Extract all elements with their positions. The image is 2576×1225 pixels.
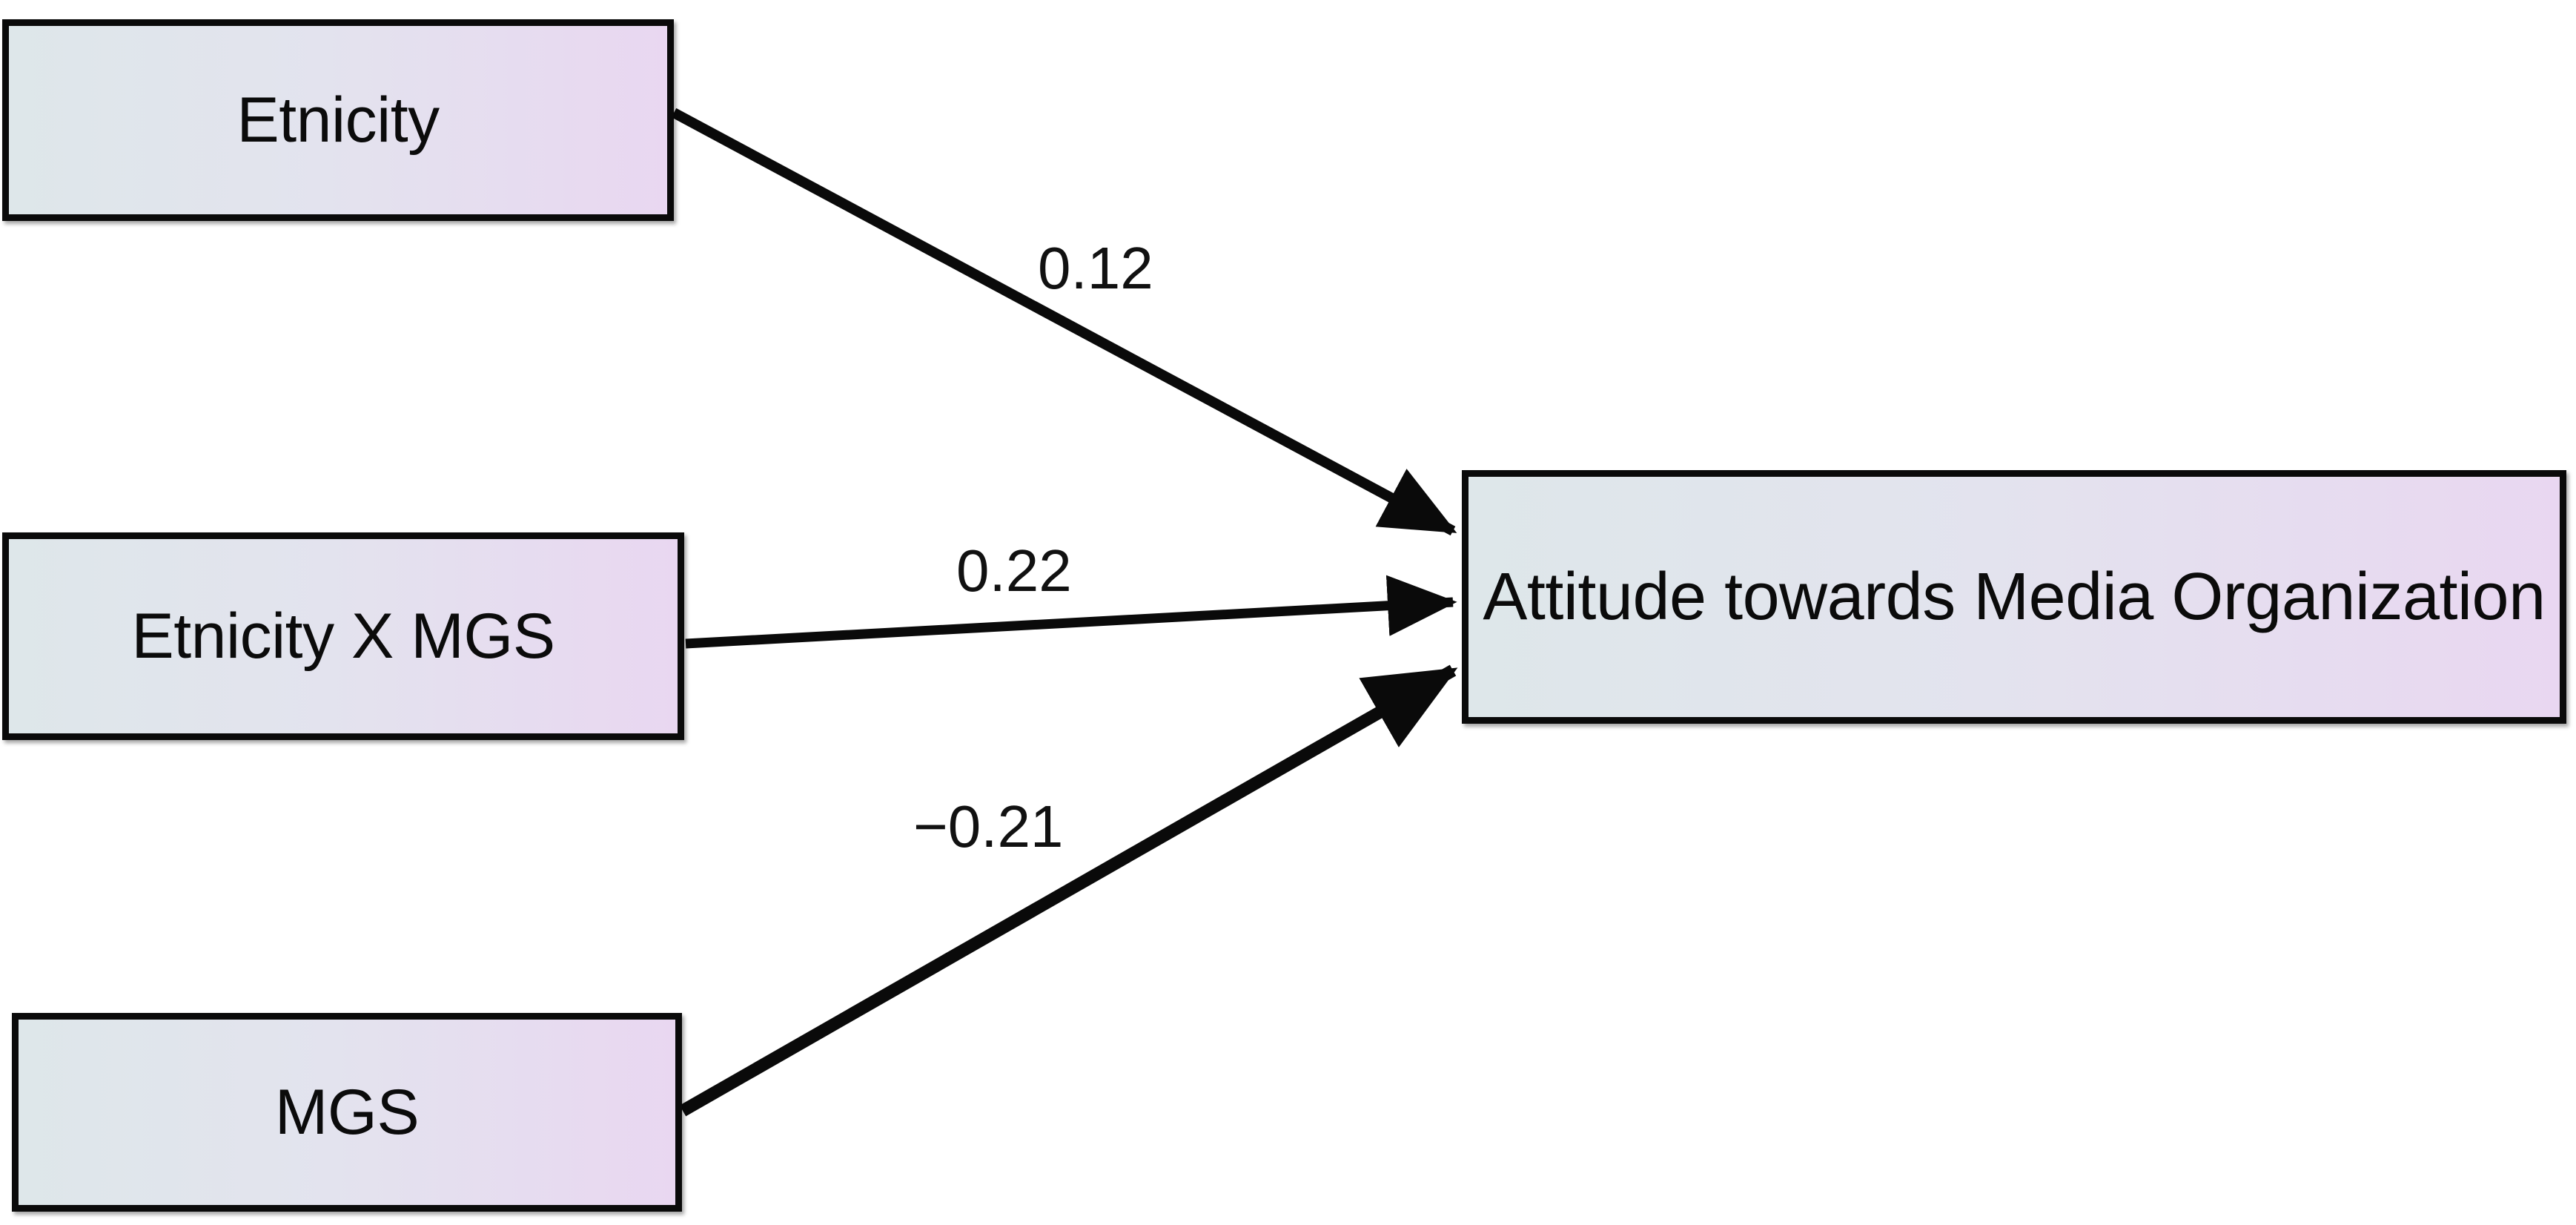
node-attitude-towards-media-organization-label: Attitude towards Media Organization [1483, 560, 2546, 634]
edge-label-etnicity-coefficient: 0.12 [1038, 235, 1153, 301]
node-etnicity-label: Etnicity [236, 85, 440, 156]
edge-etnicity-to-outcome [671, 108, 1457, 536]
edge-label-interaction-coefficient: 0.22 [956, 538, 1072, 604]
node-etnicity[interactable]: Etnicity [2, 19, 674, 221]
node-mgs-label: MGS [274, 1077, 420, 1148]
node-etnicity-x-mgs-label: Etnicity X MGS [131, 601, 555, 672]
edge-mgs-to-outcome [679, 664, 1458, 1117]
edge-label-mgs-coefficient: −0.21 [913, 793, 1064, 859]
node-attitude-towards-media-organization[interactable]: Attitude towards Media Organization [1462, 470, 2566, 724]
node-mgs[interactable]: MGS [12, 1013, 682, 1212]
edge-interaction-to-outcome [685, 575, 1457, 649]
node-etnicity-x-mgs[interactable]: Etnicity X MGS [2, 532, 684, 740]
